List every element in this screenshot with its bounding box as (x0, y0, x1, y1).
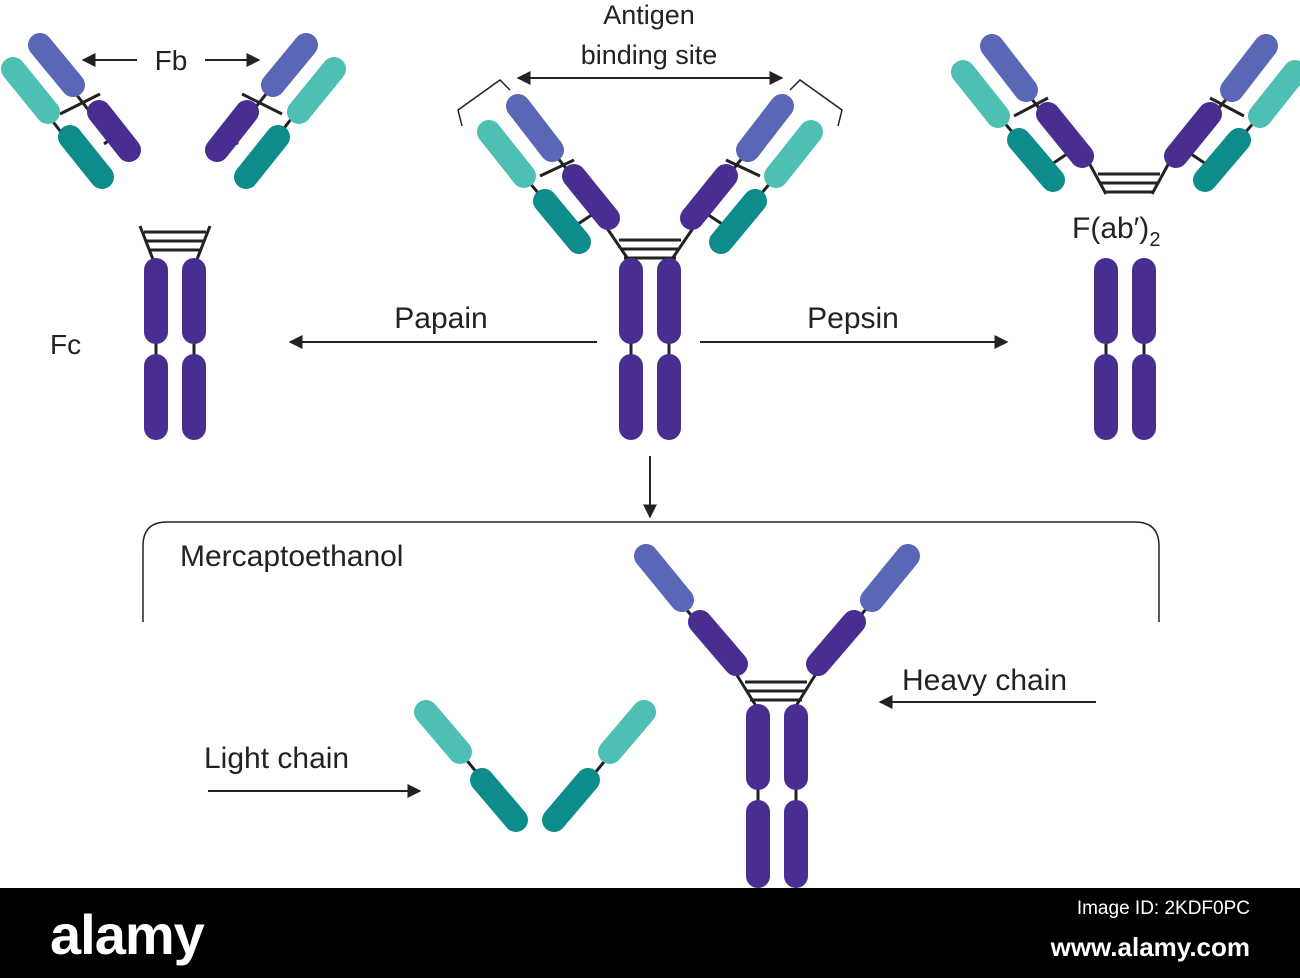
antigen-bracket-left (457, 79, 511, 127)
fab-fragment-right (205, 33, 346, 189)
light-chain-label: Light chain (204, 742, 349, 775)
fab2-label-main: F(ab′) (1072, 212, 1149, 245)
antigen-label-line1: Antigen (603, 0, 695, 30)
pepsin-fc-fragment (1094, 258, 1156, 440)
fab2-label-subscript: 2 (1149, 229, 1160, 251)
image-id: Image ID: 2KDF0PC (1076, 898, 1250, 919)
mercaptoethanol-bracket (142, 521, 1160, 622)
fc-fragment (138, 225, 212, 440)
antigen-label-line2: binding site (581, 40, 718, 70)
fc-label: Fc (50, 329, 81, 360)
heavy-chain-label: Heavy chain (902, 664, 1067, 697)
alamy-logo: alamy (50, 903, 205, 966)
fab-fragment-left (1, 33, 141, 189)
light-chain-structure (414, 700, 656, 832)
intact-antibody (477, 94, 823, 440)
fab2-label: F(ab′)2 (1072, 212, 1160, 251)
pepsin-label: Pepsin (807, 302, 899, 335)
fb-label: Fb (155, 45, 188, 76)
site-url: www.alamy.com (1050, 932, 1250, 962)
antibody-diagram: Fb Fc (1, 0, 1300, 888)
fab2-fragment (951, 34, 1300, 195)
antigen-bracket-right (789, 79, 843, 127)
papain-label: Papain (394, 302, 487, 335)
watermark-bar: alamy Image ID: 2KDF0PC www.alamy.com (0, 888, 1300, 978)
heavy-chain-structure (634, 544, 920, 888)
mercaptoethanol-label: Mercaptoethanol (180, 540, 403, 573)
